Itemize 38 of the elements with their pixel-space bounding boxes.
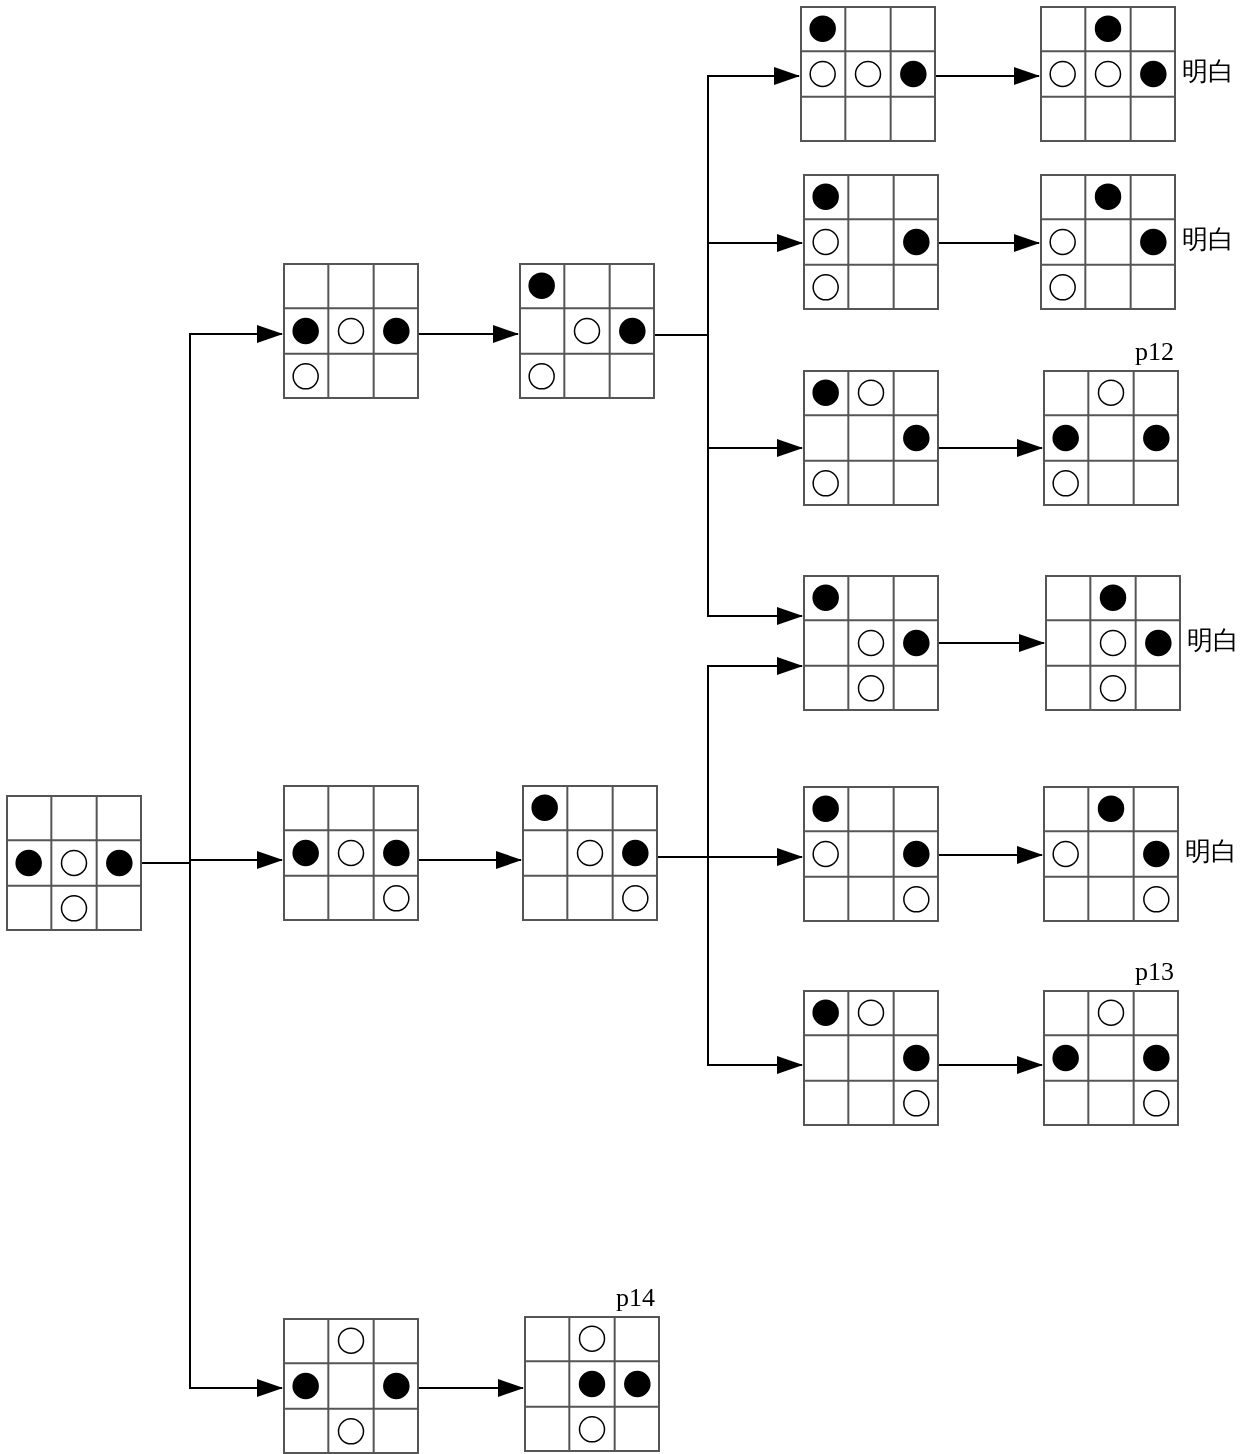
board-label: 明白 — [1185, 837, 1237, 867]
board-grid — [1043, 370, 1179, 506]
board-label: p13 — [1135, 957, 1174, 987]
arrow — [657, 856, 803, 1074]
board-grid — [803, 786, 939, 922]
board-label: p12 — [1135, 337, 1174, 367]
arrow — [938, 634, 1045, 652]
board-grid — [1040, 6, 1176, 142]
board-grid — [524, 1316, 660, 1452]
board-grid — [1043, 786, 1179, 922]
board-grid — [803, 990, 939, 1126]
board-grid — [283, 785, 419, 921]
board-label: p14 — [616, 1283, 655, 1313]
arrow — [938, 439, 1043, 457]
arrow — [938, 234, 1040, 252]
arrow — [938, 846, 1043, 864]
board-grid — [803, 174, 939, 310]
board-grid — [283, 263, 419, 399]
board-grid — [519, 263, 655, 399]
board-grid — [1043, 990, 1179, 1126]
board-label: 明白 — [1182, 57, 1234, 87]
board-label: 明白 — [1182, 225, 1234, 255]
board-grid — [803, 370, 939, 506]
board-grid — [803, 575, 939, 711]
board-grid — [1040, 174, 1176, 310]
board-grid — [1045, 575, 1181, 711]
arrow — [418, 1379, 524, 1397]
arrow — [141, 862, 283, 1397]
arrow — [654, 334, 803, 625]
arrow — [938, 1056, 1043, 1074]
arrow — [418, 851, 522, 869]
arrow — [418, 325, 519, 343]
board-label: 明白 — [1187, 626, 1239, 656]
board-grid — [800, 6, 936, 142]
board-grid — [6, 795, 142, 931]
arrow — [935, 67, 1040, 85]
board-grid — [522, 785, 658, 921]
board-grid — [283, 1318, 419, 1454]
